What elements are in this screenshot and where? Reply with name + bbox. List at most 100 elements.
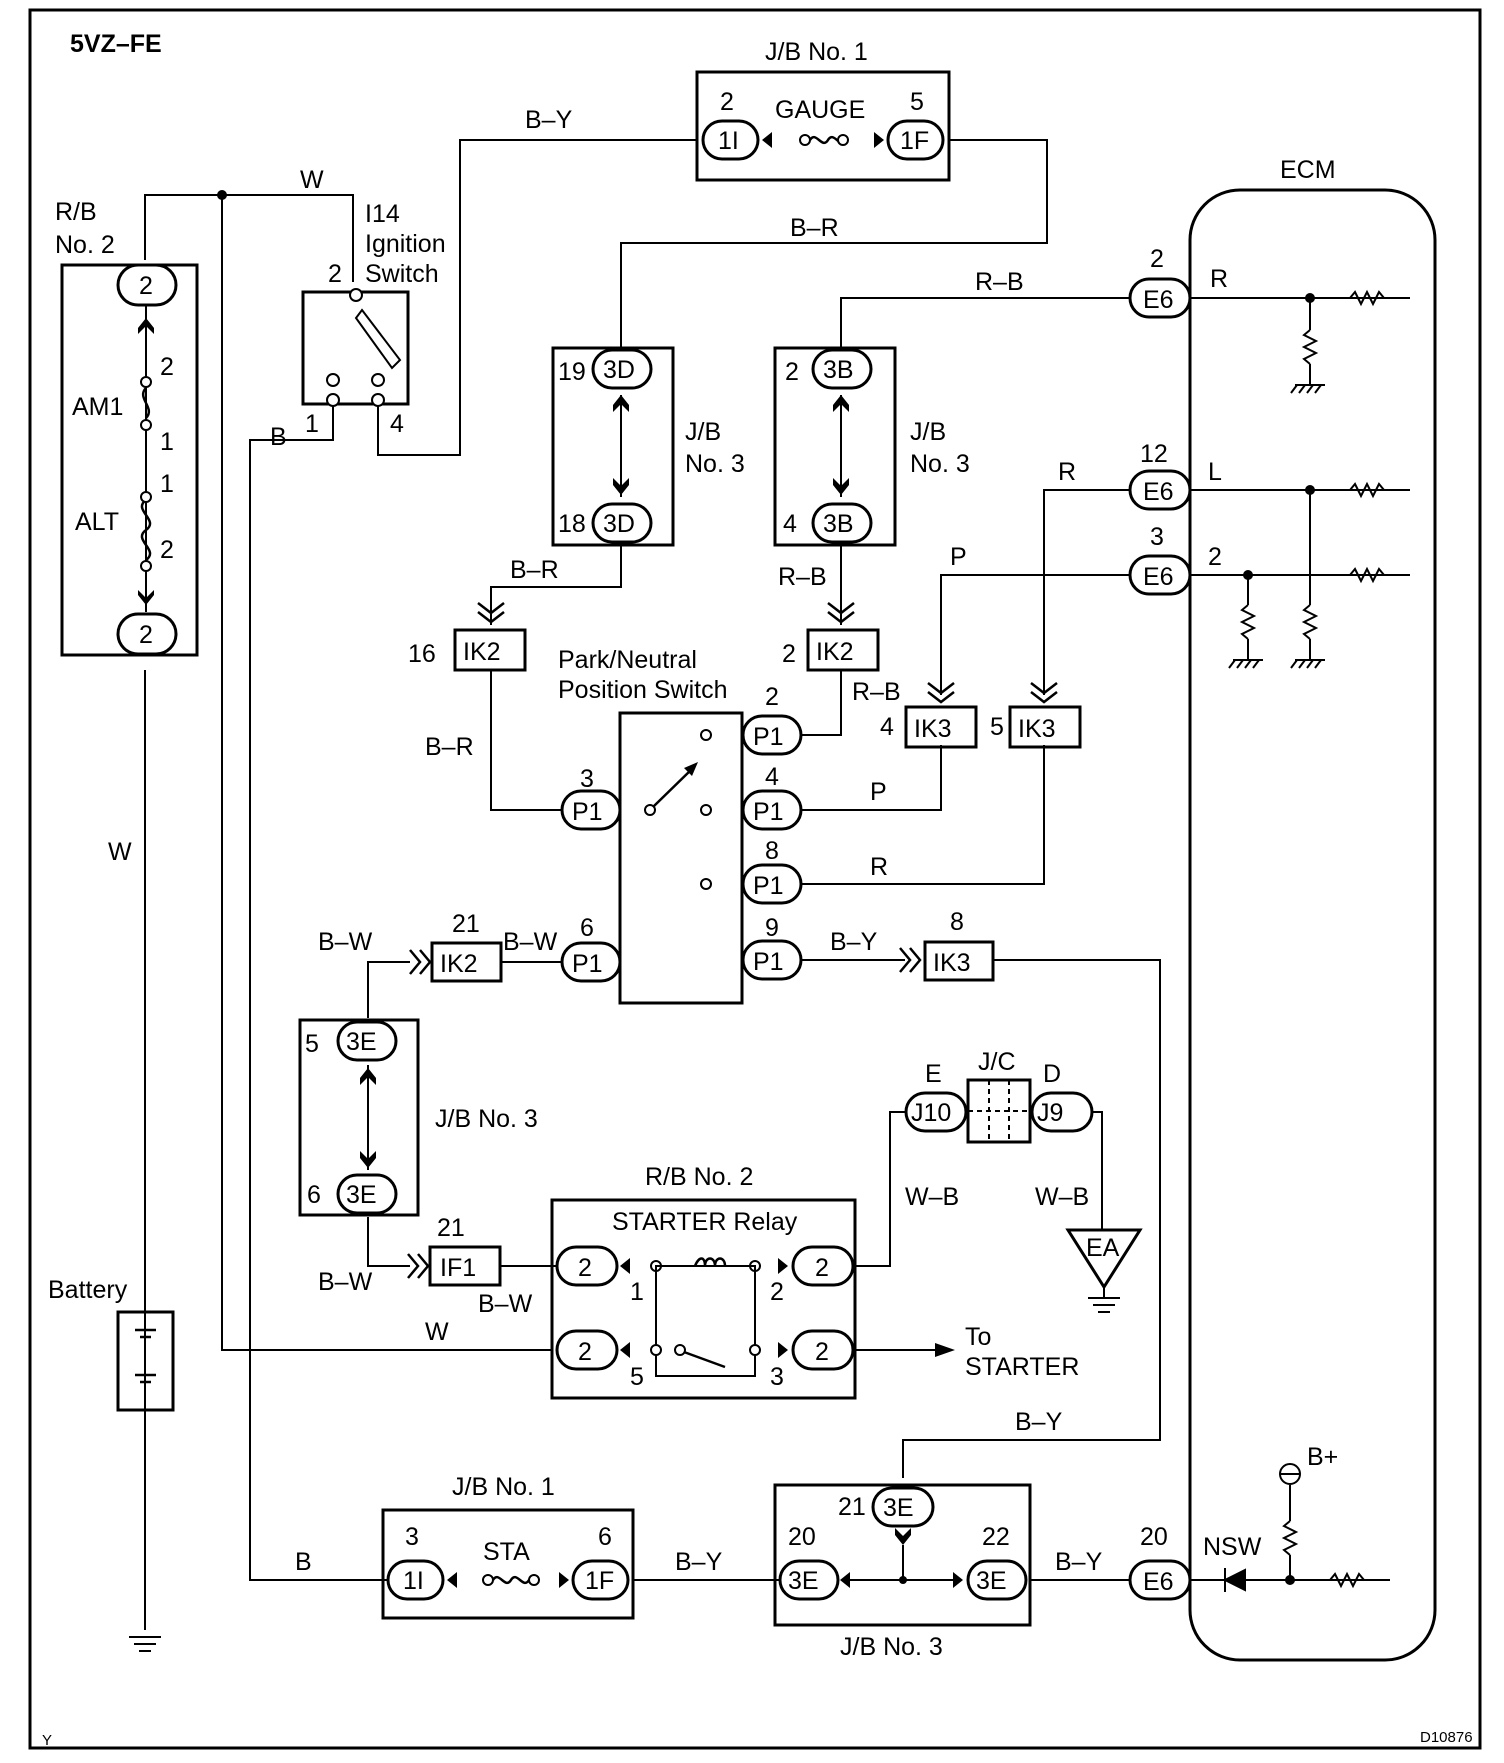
svg-text:P1: P1 [753, 872, 784, 900]
svg-text:21: 21 [838, 1493, 866, 1521]
svg-text:2: 2 [815, 1254, 829, 1282]
svg-text:2: 2 [160, 536, 174, 564]
ignition-line2: Switch [365, 260, 439, 288]
rb2-title1: R/B [55, 198, 97, 226]
jb1-sta-title: J/B No. 1 [452, 1473, 555, 1501]
svg-text:5: 5 [910, 88, 924, 116]
jb3-3d-title1: J/B [685, 418, 721, 446]
nsw-label: NSW [1203, 1533, 1262, 1561]
ignition-code: I14 [365, 200, 400, 228]
svg-text:IK2: IK2 [463, 638, 501, 666]
svg-text:E: E [925, 1060, 942, 1088]
relay-coil-icon [693, 1257, 727, 1267]
wire-b-label-sta: B [295, 1548, 312, 1576]
svg-text:P1: P1 [753, 948, 784, 976]
ecm-unit: ECM 2 E6 R 12 E6 L 3 E6 2 20 E6 NSW [1128, 156, 1437, 1662]
diagram-frame [28, 8, 1482, 1750]
svg-text:2: 2 [328, 260, 342, 288]
svg-text:E6: E6 [1143, 1568, 1174, 1596]
svg-text:20: 20 [1140, 1523, 1168, 1551]
wire-bw-label-1: B–W [318, 928, 373, 956]
svg-text:2: 2 [139, 272, 153, 300]
svg-text:J10: J10 [911, 1099, 951, 1127]
figure-id: D10876 [1420, 1729, 1473, 1746]
svg-text:3E: 3E [788, 1567, 819, 1595]
starter-relay-block: R/B No. 2 STARTER Relay 2 2 1 2 2 2 5 3 … [425, 1163, 1079, 1400]
svg-text:2: 2 [770, 1278, 784, 1306]
svg-text:9: 9 [765, 914, 779, 942]
svg-text:R: R [1210, 265, 1228, 293]
ecm-internal-circuit [1222, 289, 1385, 1592]
wire-by-label-bot: B–Y [1055, 1548, 1103, 1576]
page-marker: Y [42, 1732, 52, 1749]
svg-text:EA: EA [1086, 1234, 1120, 1262]
ignition-switch: I14 Ignition Switch 2 1 4 B B–Y [270, 106, 573, 451]
wire-br-label-low: B–R [425, 733, 474, 761]
wire-wb-label-1: W–B [905, 1183, 959, 1211]
alt-fuse-icon [140, 498, 152, 562]
svg-text:20: 20 [788, 1523, 816, 1551]
wire-br-label-mid: B–R [510, 556, 559, 584]
junction-block-3e-bottom: 21 3E 20 3E 22 3E J/B No. 3 B–Y B–Y [773, 1408, 1103, 1661]
svg-text:1: 1 [160, 470, 174, 498]
svg-text:4: 4 [765, 763, 779, 791]
wire-r-label-mid: R [870, 853, 888, 881]
svg-text:5: 5 [305, 1030, 319, 1058]
svg-text:P1: P1 [753, 798, 784, 826]
svg-text:2: 2 [1208, 543, 1222, 571]
jb3-bottom-title: J/B No. 3 [840, 1633, 943, 1661]
ignition-line1: Ignition [365, 230, 446, 258]
svg-text:3: 3 [405, 1523, 419, 1551]
svg-text:IK2: IK2 [816, 638, 854, 666]
svg-text:D: D [1043, 1060, 1061, 1088]
relay-block-no2-left: R/B No. 2 2 AM1 2 1 ALT 1 2 2 W W [55, 166, 324, 866]
svg-text:3: 3 [580, 765, 594, 793]
jb3-3e-title: J/B No. 3 [435, 1105, 538, 1133]
jb3-3b-title2: No. 3 [910, 450, 970, 478]
if1-connector: 21 IF1 B–W B–W [318, 1214, 533, 1318]
svg-text:2: 2 [782, 640, 796, 668]
svg-text:3D: 3D [603, 510, 635, 538]
svg-text:3B: 3B [823, 356, 854, 384]
svg-text:P1: P1 [572, 950, 603, 978]
svg-text:21: 21 [452, 910, 480, 938]
svg-text:P1: P1 [753, 723, 784, 751]
svg-text:5: 5 [990, 713, 1004, 741]
svg-text:16: 16 [408, 640, 436, 668]
svg-text:6: 6 [598, 1523, 612, 1551]
rb2-bottom-connector [116, 612, 178, 656]
junction-block-3e: 5 3E 6 3E J/B No. 3 [298, 1018, 538, 1217]
svg-text:3: 3 [1150, 523, 1164, 551]
svg-text:IF1: IF1 [440, 1254, 476, 1282]
junction-connector: J/C E D J10 J9 W–B W–B EA [904, 1048, 1143, 1313]
wire-rb-label-mid: R–B [778, 563, 827, 591]
ground-ea-icon [1065, 1228, 1143, 1290]
svg-text:3E: 3E [346, 1181, 377, 1209]
to-starter-2: STARTER [965, 1353, 1079, 1381]
svg-text:2: 2 [1150, 245, 1164, 273]
gauge-fuse-label: GAUGE [775, 96, 865, 124]
junction-block-3d: 19 3D 18 3D J/B No. 3 B–R [510, 346, 745, 584]
wire-br-label-top: B–R [790, 214, 839, 242]
jb3-3b-title1: J/B [910, 418, 946, 446]
wire-wb-label-2: W–B [1035, 1183, 1089, 1211]
svg-text:6: 6 [580, 914, 594, 942]
wire-r-label-top: R [1058, 458, 1076, 486]
pnp-line2: Position Switch [558, 676, 728, 704]
svg-text:1: 1 [305, 410, 319, 438]
svg-text:J9: J9 [1037, 1099, 1063, 1127]
wire-w-label-top: W [300, 166, 324, 194]
wire-bw-label-4: B–W [478, 1290, 533, 1318]
wire-b-label-ign: B [270, 423, 287, 451]
wire-by-label-ign: B–Y [525, 106, 573, 134]
svg-text:3E: 3E [346, 1028, 377, 1056]
svg-text:1I: 1I [403, 1567, 424, 1595]
svg-text:1: 1 [630, 1278, 644, 1306]
wire-by-label-sta: B–Y [675, 1548, 723, 1576]
battery: Battery [48, 1276, 175, 1652]
svg-text:3B: 3B [823, 510, 854, 538]
sta-fuse-label: STA [483, 1538, 530, 1566]
ecm-title: ECM [1280, 156, 1336, 184]
wire-p-label-top: P [950, 543, 967, 571]
